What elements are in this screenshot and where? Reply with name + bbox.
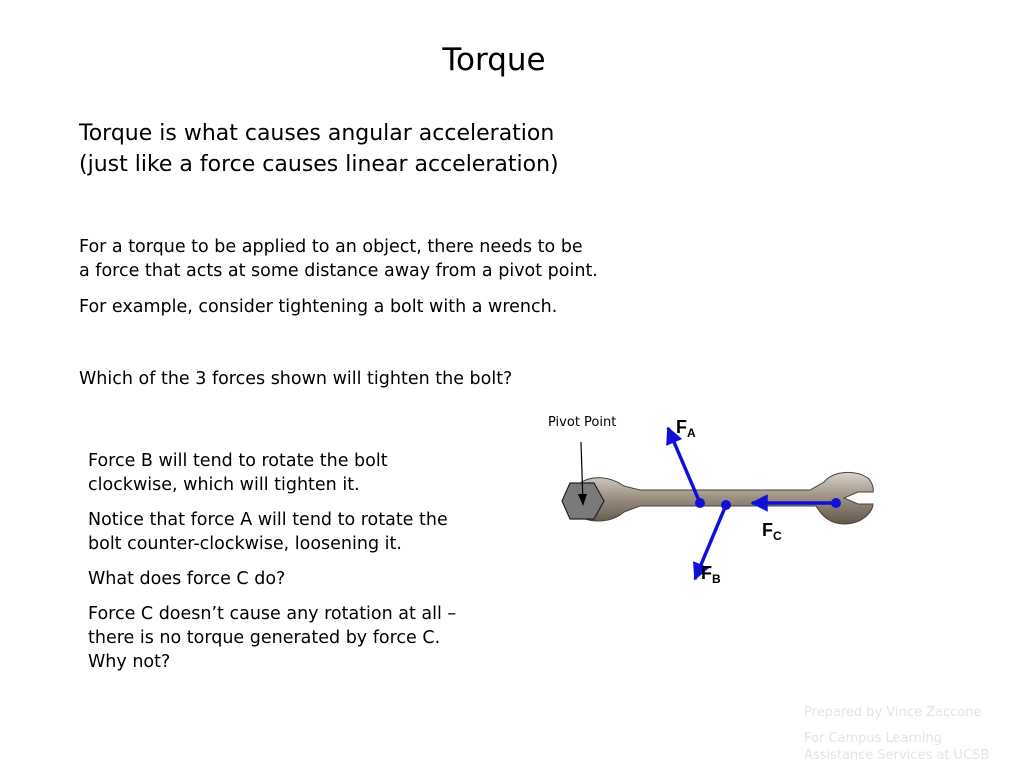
force-a-arrow xyxy=(666,426,702,504)
question-text: Which of the 3 forces shown will tighten… xyxy=(79,369,513,389)
intro-line: (just like a force causes linear acceler… xyxy=(79,152,559,177)
answer-paragraph: Notice that force A will tend to rotate … xyxy=(88,508,528,556)
credit-line: Prepared by Vince Zaccone xyxy=(804,705,982,720)
force-b-arrow xyxy=(693,504,728,581)
force-c-label: FC xyxy=(762,520,782,543)
pivot-pointer-line xyxy=(580,441,584,505)
credit-line: Assistance Services at UCSB xyxy=(804,748,990,763)
force-b-label: FB xyxy=(701,563,721,586)
answer-line: Force B will tend to rotate the bolt xyxy=(88,451,388,471)
force-a-point xyxy=(695,498,705,508)
answer-text-box: Force B will tend to rotate the bolt clo… xyxy=(88,449,528,685)
slide-title: Torque xyxy=(442,42,546,78)
answer-line: clockwise, which will tighten it. xyxy=(88,475,360,495)
force-b-point xyxy=(721,500,731,510)
paragraph-line: For a torque to be applied to an object,… xyxy=(79,237,583,257)
credit-line: For Campus Learning xyxy=(804,731,942,746)
answer-line: there is no torque generated by force C. xyxy=(88,628,441,648)
intro-statement: Torque is what causes angular accelerati… xyxy=(79,118,559,180)
torque-definition-paragraph: For a torque to be applied to an object,… xyxy=(79,235,598,283)
credits-footer: Prepared by Vince Zaccone For Campus Lea… xyxy=(804,704,989,764)
answer-line: Why not? xyxy=(88,652,171,672)
answer-paragraph: What does force C do? xyxy=(88,567,528,591)
example-paragraph: For example, consider tightening a bolt … xyxy=(79,297,558,317)
answer-line: Force C doesn’t cause any rotation at al… xyxy=(88,604,457,624)
answer-line: What does force C do? xyxy=(88,569,286,589)
pivot-point-label: Pivot Point xyxy=(548,415,617,430)
wrench-diagram xyxy=(561,426,874,581)
force-c-point xyxy=(831,498,841,508)
paragraph-line: a force that acts at some distance away … xyxy=(79,261,598,281)
force-a-label: FA xyxy=(676,417,696,440)
answer-paragraph: Force C doesn’t cause any rotation at al… xyxy=(88,602,528,674)
pivot-pointer-arrowhead xyxy=(578,494,587,506)
answer-paragraph: Force B will tend to rotate the bolt clo… xyxy=(88,449,528,497)
answer-line: bolt counter-clockwise, loosening it. xyxy=(88,534,402,554)
answer-line: Notice that force A will tend to rotate … xyxy=(88,510,448,530)
intro-line: Torque is what causes angular accelerati… xyxy=(79,121,555,146)
